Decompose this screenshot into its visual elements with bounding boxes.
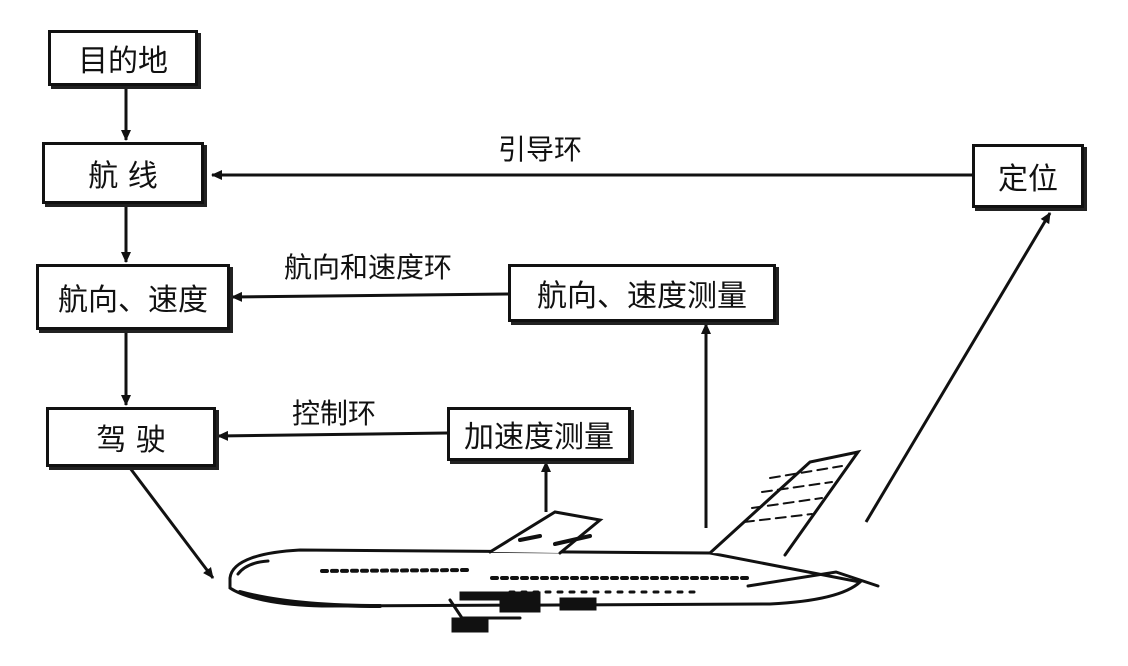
heading-speed-label: 航向、速度 xyxy=(58,283,208,318)
accel-measure-label: 加速度测量 xyxy=(464,420,614,455)
positioning-label: 定位 xyxy=(998,162,1058,197)
guidance-loop-label: 引导环 xyxy=(498,133,583,166)
heading-speed-loop-label: 航向和速度环 xyxy=(284,251,453,284)
heading-speed-box: 航向、速度 xyxy=(36,264,230,330)
arrow-control-loop xyxy=(217,430,448,441)
arrow-heading-speed-loop xyxy=(231,291,509,302)
piloting-label: 驾 驶 xyxy=(96,423,166,458)
heading-speed-measure-label: 航向、速度测量 xyxy=(537,279,747,314)
arrow-aircraft-to-positioning xyxy=(864,212,1052,523)
piloting-box: 驾 驶 xyxy=(46,407,216,467)
destination-label: 目的地 xyxy=(78,44,168,79)
route-box: 航 线 xyxy=(42,142,204,204)
heading-speed-measure-box: 航向、速度测量 xyxy=(508,264,776,322)
route-label: 航 线 xyxy=(88,159,158,194)
airplane-illustration xyxy=(228,449,880,633)
control-loop-label: 控制环 xyxy=(292,397,377,430)
accel-measure-box: 加速度测量 xyxy=(447,407,631,461)
arrow-piloting-to-aircraft xyxy=(128,467,215,579)
positioning-box: 定位 xyxy=(972,144,1084,208)
destination-box: 目的地 xyxy=(48,30,198,86)
